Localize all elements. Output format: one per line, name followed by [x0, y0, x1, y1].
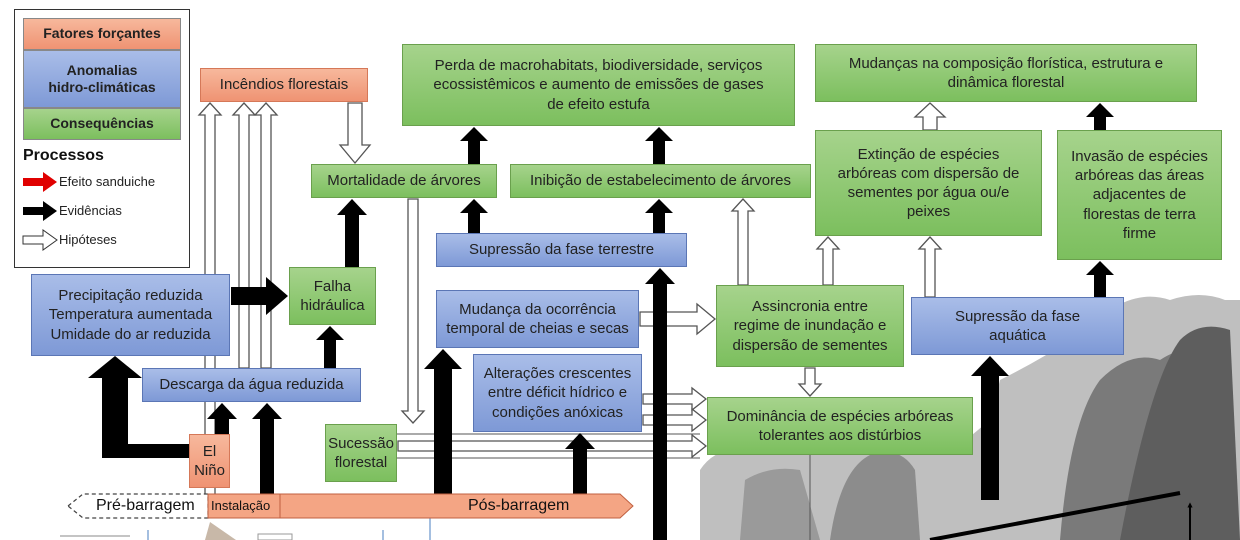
legend-sandwich-label: Efeito sanduiche — [59, 174, 156, 189]
legend: Fatores forçantes Anomalias hidro-climát… — [14, 9, 190, 268]
box-climate-anomalies: Precipitação reduzida Temperatura aument… — [31, 274, 230, 356]
hypothesis-arrow — [400, 198, 426, 424]
hypothesis-arrow — [231, 102, 257, 369]
hypothesis-arrow — [639, 302, 717, 336]
hypothesis-arrow-icon — [22, 229, 58, 251]
hypothesis-arrow — [338, 102, 372, 165]
evidence-arrow — [231, 277, 288, 315]
hypothesis-arrow — [917, 236, 943, 298]
evidence-arrow — [88, 356, 189, 458]
legend-arrow-icons — [22, 172, 58, 251]
hypothesis-arrow — [815, 236, 841, 286]
timeline-installation-label: Instalação — [211, 498, 271, 513]
sandwich-effect-arrow-icon — [23, 172, 57, 192]
hypothesis-arrow — [797, 367, 823, 397]
box-habitat-loss: Perda de macrohabitats, biodiversidade, … — [402, 44, 795, 126]
evidence-arrow — [971, 356, 1009, 500]
evidence-arrow — [645, 268, 675, 540]
evidence-arrow — [565, 433, 595, 494]
box-reduced-water-discharge: Descarga da água reduzida — [142, 368, 361, 402]
legend-hydroclimatic-anomalies: Anomalias hidro-climáticas — [23, 50, 181, 108]
timeline-post-dam-label: Pós-barragem — [468, 497, 570, 514]
hypothesis-arrow — [642, 407, 708, 433]
box-flood-timing-change: Mudança da ocorrência temporal de cheias… — [436, 290, 639, 348]
hypothesis-arrow — [253, 102, 279, 369]
legend-consequences: Consequências — [23, 108, 181, 140]
evidence-arrow — [424, 349, 462, 494]
forest-silhouette-illustration — [700, 295, 1240, 540]
box-disturbance-tolerant-dominance: Dominância de espécies arbóreas tolerant… — [707, 397, 973, 455]
box-hydraulic-failure: Falha hidráulica — [289, 267, 376, 325]
evidence-arrow — [1086, 103, 1114, 130]
hypothesis-arrow — [642, 386, 708, 412]
evidence-arrow — [316, 326, 344, 368]
evidence-arrow — [337, 199, 367, 267]
evidence-arrow-icon — [23, 201, 57, 221]
box-tree-mortality: Mortalidade de árvores — [311, 164, 497, 198]
box-species-extinction: Extinção de espécies arbóreas com disper… — [815, 130, 1042, 236]
evidence-arrow — [1086, 261, 1114, 297]
box-forest-fires: Incêndios florestais — [200, 68, 368, 102]
evidence-arrow — [645, 127, 673, 164]
lower-axis-fragment — [60, 518, 431, 540]
box-forest-succession: Sucessão florestal — [325, 424, 397, 482]
evidence-arrow — [207, 403, 237, 434]
legend-evidence-label: Evidências — [59, 203, 122, 218]
evidence-arrow — [645, 199, 673, 233]
timeline-pre-dam-label: Pré-barragem — [96, 497, 195, 514]
evidence-arrow — [460, 199, 488, 233]
box-tree-establishment-inhibition: Inibição de estabelecimento de árvores — [510, 164, 811, 198]
hypothesis-arrow — [730, 198, 756, 286]
box-water-deficit-anoxia: Alterações crescentes entre déficit hídr… — [473, 354, 642, 432]
hypothesis-arrow — [913, 102, 947, 131]
box-species-invasion: Invasão de espécies arbóreas das áreas a… — [1057, 130, 1222, 260]
box-asynchrony: Assincronia entre regime de inundação e … — [716, 285, 904, 367]
box-floristic-changes: Mudanças na composição florística, estru… — [815, 44, 1197, 102]
evidence-arrow — [460, 127, 488, 164]
box-el-nino: El Niño — [189, 434, 230, 488]
box-aquatic-phase-suppression: Supressão da fase aquática — [911, 297, 1124, 355]
box-terrestrial-phase-suppression: Supressão da fase terrestre — [436, 233, 687, 267]
legend-hypotheses-label: Hipóteses — [59, 232, 117, 247]
timeline-bar — [67, 493, 634, 519]
evidence-arrow — [252, 403, 282, 494]
legend-forcing-factors: Fatores forçantes — [23, 18, 181, 50]
legend-processes-title: Processos — [23, 147, 104, 164]
